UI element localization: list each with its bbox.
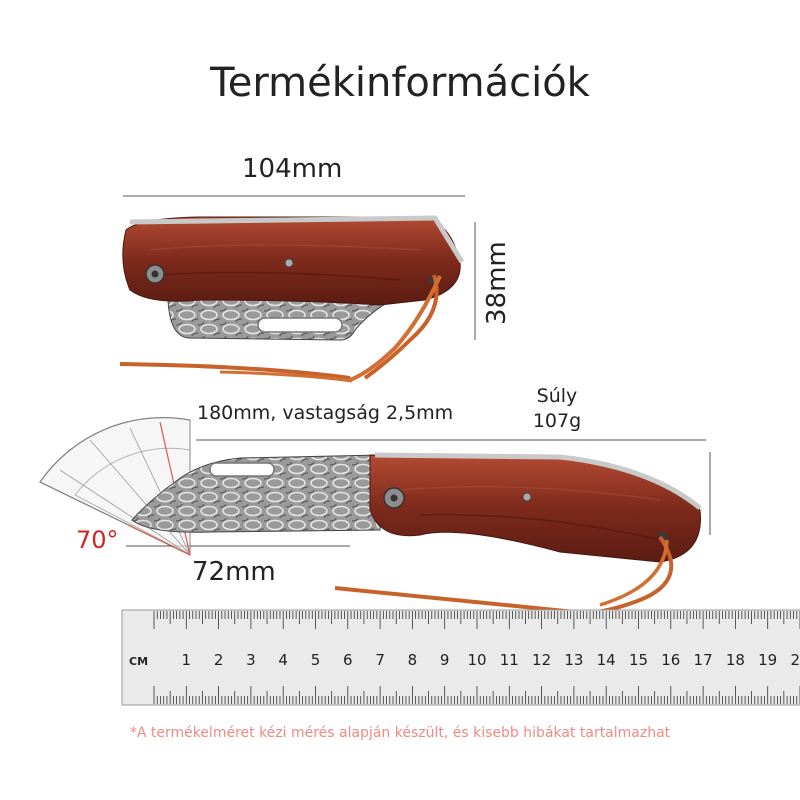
blade-length-label: 72mm (192, 557, 276, 587)
closed-knife (119, 215, 465, 383)
ruler-number: 6 (343, 651, 353, 669)
ruler-number: 16 (661, 651, 680, 669)
weight-label-block: Súly 107g (512, 384, 602, 434)
ruler-number: 11 (500, 651, 519, 669)
ruler-number: 18 (726, 651, 745, 669)
ruler-number: 10 (467, 651, 486, 669)
disclaimer-note: *A termékelméret kézi mérés alapján kész… (129, 725, 671, 741)
open-knife (131, 452, 702, 662)
closed-length-label: 104mm (242, 154, 343, 184)
closed-height-label: 38mm (482, 241, 512, 325)
ruler-number: 8 (408, 651, 418, 669)
blade-angle-label: 70° (76, 526, 119, 554)
ruler-number: 1 (182, 651, 192, 669)
ruler-unit-label: CM (129, 655, 148, 668)
ruler-number: 4 (278, 651, 288, 669)
page-title: Termékinformációk (210, 60, 590, 106)
weight-label: Súly (536, 385, 578, 407)
ruler-number: 13 (564, 651, 583, 669)
ruler-number: 5 (311, 651, 321, 669)
ruler-number: 19 (758, 651, 777, 669)
ruler-number: 9 (440, 651, 450, 669)
ruler-number: 15 (629, 651, 648, 669)
ruler-number: 7 (375, 651, 385, 669)
open-length-label: 180mm, vastagság 2,5mm (197, 402, 454, 424)
ruler-number: 20 (790, 651, 800, 669)
ruler: 12345678910111213141516171819202 CM (121, 609, 800, 706)
ruler-number: 12 (532, 651, 551, 669)
ruler-number: 14 (597, 651, 616, 669)
ruler-number: 3 (246, 651, 256, 669)
weight-value: 107g (532, 410, 582, 432)
ruler-number: 2 (214, 651, 224, 669)
ruler-number: 17 (694, 651, 713, 669)
